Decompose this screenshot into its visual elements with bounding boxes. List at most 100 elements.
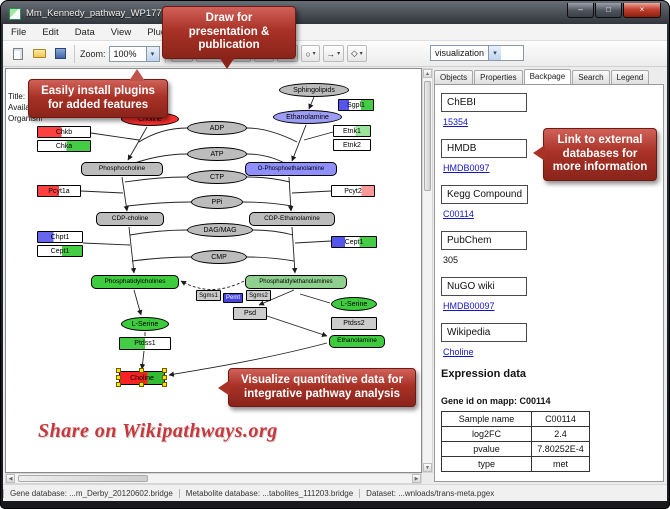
title-bar[interactable]: Mm_Kennedy_pathway_WP1771_45176.gpml – □… (3, 3, 667, 24)
scroll-down-icon[interactable]: ▼ (423, 463, 432, 472)
scroll-up-icon[interactable]: ▲ (423, 69, 432, 78)
selection-handle[interactable] (162, 368, 167, 373)
info-availability-label: Availability: (8, 103, 42, 112)
scroll-left-icon[interactable]: ◀ (6, 474, 15, 483)
pathway-node-etnk2[interactable]: Etnk2 (333, 139, 371, 151)
pathway-node-sphingolipids[interactable]: Sphingolipids (279, 83, 349, 97)
close-button[interactable]: × (623, 3, 661, 18)
scroll-right-icon[interactable]: ▶ (412, 474, 421, 483)
selection-handle[interactable] (162, 375, 167, 380)
pathway-node-pcyt1a[interactable]: Pcyt1a (37, 185, 81, 197)
table-cell-label: pvalue (441, 441, 532, 457)
gene-id-line: Gene id on mapp: C00114 (441, 396, 551, 406)
new-file-button[interactable] (9, 45, 27, 63)
open-button[interactable] (30, 45, 48, 63)
pathway-node-l-serine[interactable]: L-Serine (331, 297, 377, 311)
external-link-c00114[interactable]: C00114 (443, 209, 474, 219)
pathway-node-chka[interactable]: Chka (37, 140, 91, 152)
pathway-node-atp[interactable]: ATP (187, 147, 247, 161)
window-controls: – □ × (566, 3, 661, 18)
pathway-node-sgms2[interactable]: Sgms2 (246, 290, 271, 301)
selection-handle[interactable] (116, 368, 121, 373)
pathway-node-sgms1[interactable]: Sgms1 (196, 290, 221, 301)
tab-backpage[interactable]: Backpage (523, 69, 572, 84)
pathway-info-box: Title: Availability: Organism: (8, 91, 42, 124)
pathway-node-adp[interactable]: ADP (187, 121, 247, 135)
oval-tool[interactable]: ○▾ (301, 45, 320, 62)
menu-item-view[interactable]: View (110, 26, 132, 38)
zoom-combobox[interactable]: 100% ▾ (108, 45, 160, 62)
minimize-button[interactable]: – (567, 3, 594, 18)
canvas-horizontal-scrollbar[interactable]: ◀ ▶ (5, 473, 422, 484)
pathway-node-ctp[interactable]: CTP (187, 170, 247, 184)
external-link-hmdb0097[interactable]: HMDB0097 (443, 163, 490, 173)
tab-objects[interactable]: Objects (434, 70, 474, 84)
pathway-edge (121, 176, 129, 212)
pathway-node-etnk1[interactable]: Etnk1 (333, 125, 371, 137)
pathway-edge (266, 315, 328, 337)
section-header-nugo-wiki: NuGO wiki (441, 277, 527, 296)
external-link-choline[interactable]: Choline (443, 347, 474, 357)
pathway-node-ppi[interactable]: PPi (191, 195, 243, 209)
selection-handle[interactable] (139, 382, 144, 387)
pathway-node-chpt1[interactable]: Chpt1 (37, 231, 83, 243)
pathway-node-phosphocholine[interactable]: Phosphocholine (81, 162, 163, 176)
tab-properties[interactable]: Properties (474, 70, 523, 84)
visualization-combobox[interactable]: visualization ▾ (430, 45, 524, 61)
status-segment: Dataset: ...wnloads/trans-meta.pgex (359, 488, 500, 498)
selection-handle[interactable] (116, 382, 121, 387)
pathway-node-phosphatidylcholines[interactable]: Phosphatidylcholines (91, 275, 179, 289)
menu-item-data[interactable]: Data (74, 26, 95, 38)
pathway-edge (128, 226, 137, 274)
info-title-label: Title: (8, 92, 26, 101)
chevron-down-icon[interactable]: ▾ (145, 46, 159, 61)
pathway-node-cdp-choline[interactable]: CDP-choline (96, 212, 164, 226)
pathway-node-o-phosphoethanolamine[interactable]: O-Phosphoethanolamine (245, 162, 337, 176)
pathway-node-ptdss2[interactable]: Ptdss2 (331, 317, 377, 330)
pathway-node-dag-mag[interactable]: DAG/MAG (187, 223, 253, 237)
menu-item-file[interactable]: File (11, 26, 27, 38)
pathway-canvas[interactable]: Title: Availability: Organism: Sphingoli… (5, 68, 422, 473)
pathway-node-pemt[interactable]: Pemt (223, 293, 243, 303)
external-link-15354[interactable]: 15354 (443, 117, 469, 127)
menu-item-edit[interactable]: Edit (42, 26, 59, 38)
toolbar-separator (74, 44, 75, 63)
pathway-node-ethanolamine[interactable]: Ethanolamine (273, 110, 342, 124)
maximize-button[interactable]: □ (595, 3, 622, 18)
tab-search[interactable]: Search (572, 70, 610, 84)
chevron-down-icon[interactable]: ▾ (488, 46, 502, 60)
pathway-node-l-serine[interactable]: L-Serine (121, 317, 169, 331)
arrow-tool[interactable]: →▾ (322, 45, 345, 62)
pathway-edge (308, 96, 315, 110)
pathway-node-sgpl1[interactable]: Sgpl1 (338, 99, 374, 111)
pathway-node-pcyt2[interactable]: Pcyt2 (331, 185, 375, 197)
horizontal-scroll-thumb[interactable] (18, 475, 148, 482)
shape-tool[interactable]: ◇▾ (347, 45, 367, 62)
canvas-vertical-scrollbar[interactable]: ▲ ▼ (422, 68, 433, 473)
vertical-scroll-thumb[interactable] (424, 81, 431, 191)
tab-legend[interactable]: Legend (610, 70, 650, 84)
pathway-node-cept1[interactable]: Cept1 (331, 236, 377, 248)
pathway-node-ptdss1[interactable]: Ptdss1 (119, 337, 171, 350)
pathway-node-phosphatidylethanolamines[interactable]: Phosphatidylethanolamines (245, 275, 347, 289)
section-header-wikipedia: Wikipedia (441, 323, 527, 342)
pathway-node-cept1[interactable]: Cept1 (37, 245, 83, 257)
chevron-down-icon[interactable]: ▾ (359, 51, 363, 57)
pathway-node-chkb[interactable]: Chkb (37, 126, 91, 138)
selection-handle[interactable] (139, 368, 144, 373)
chevron-down-icon[interactable]: ▾ (337, 51, 341, 57)
chevron-down-icon[interactable]: ▾ (312, 51, 316, 57)
selection-handle[interactable] (116, 375, 121, 380)
section-header-hmdb: HMDB (441, 139, 527, 158)
save-button[interactable] (51, 45, 69, 63)
external-link-hmdb00097[interactable]: HMDB00097 (443, 301, 495, 311)
pathway-node-cmp[interactable]: CMP (191, 250, 247, 264)
callout-visualize: Visualize quantitative data for integrat… (218, 368, 416, 407)
pathway-node-psd[interactable]: Psd (233, 307, 267, 320)
pathway-node-cdp-ethanolamine[interactable]: CDP-Ethanolamine (249, 212, 335, 226)
selection-handle[interactable] (162, 382, 167, 387)
pathway-node-ethanolamine[interactable]: Ethanolamine (329, 335, 385, 348)
